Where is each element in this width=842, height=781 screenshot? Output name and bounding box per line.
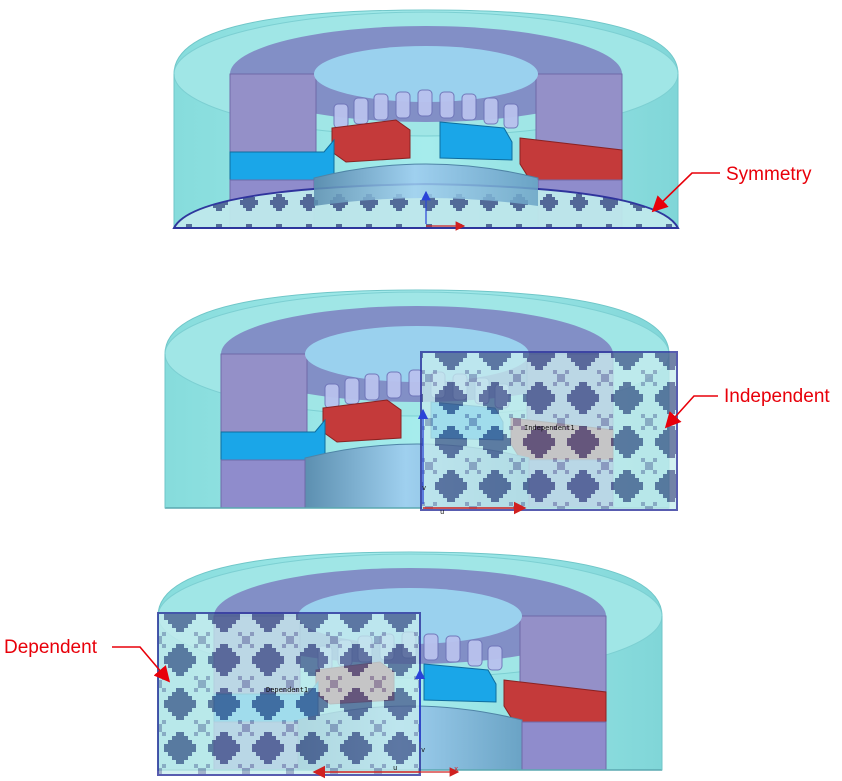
dependent-boundary-face (157, 612, 421, 776)
panel-independent: Independent1 v u Independent (164, 289, 830, 516)
dependent-x-axis-label: x (454, 765, 458, 773)
independent-v-axis-label: v (422, 484, 426, 492)
motor-model-bottom (157, 551, 663, 779)
symmetry-callout-arrow (651, 172, 720, 213)
independent-boundary-tag: Independent1 (524, 424, 575, 432)
dependent-callout-label: Dependent (4, 637, 98, 658)
independent-boundary-face (420, 351, 678, 511)
independent-callout-arrow (664, 395, 718, 429)
symmetry-callout-label: Symmetry (726, 164, 812, 185)
panel-symmetry: Symmetry (172, 9, 812, 231)
motor-model-top (172, 9, 680, 231)
dependent-u-axis-label: u (393, 764, 397, 772)
independent-callout-label: Independent (724, 386, 830, 407)
dependent-callout-arrow (112, 646, 171, 683)
panel-dependent: Dependent1 v u x Dependent (4, 551, 663, 779)
motor-model-middle (164, 289, 678, 515)
independent-u-axis-label: u (440, 508, 444, 516)
dependent-v-axis-label: v (421, 746, 425, 754)
dependent-boundary-tag: Dependent1 (266, 686, 308, 694)
